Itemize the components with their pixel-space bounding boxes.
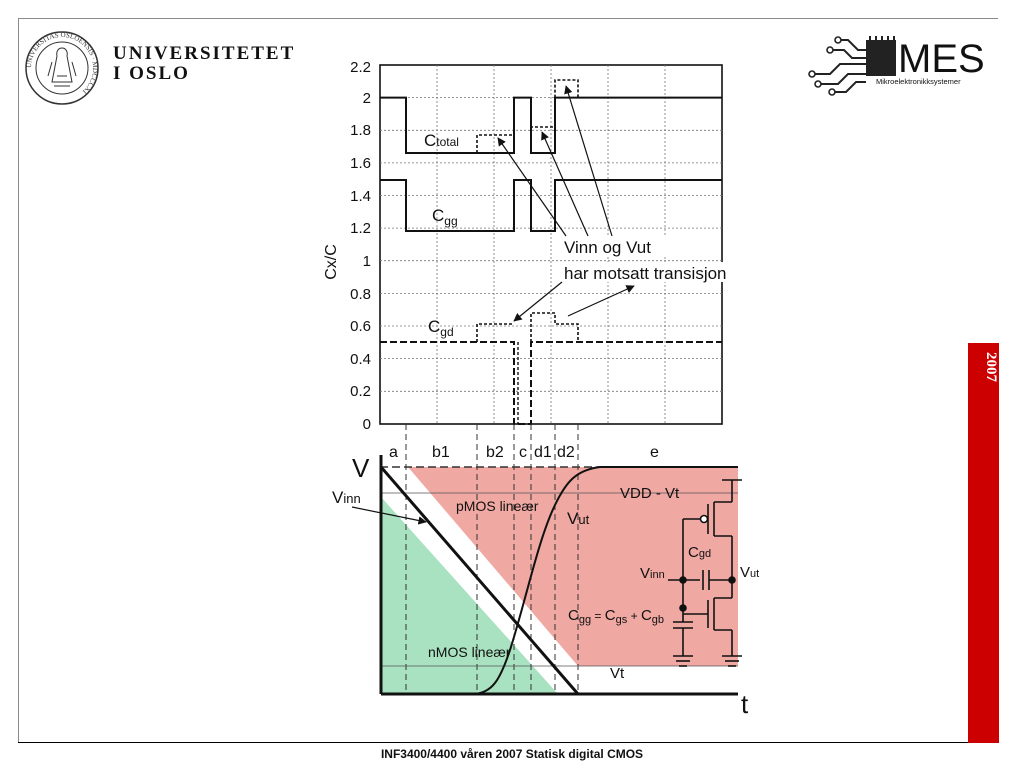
ytick-1.2: 1.2 <box>350 220 371 237</box>
ctotal-curve <box>380 96 722 154</box>
university-name-line1: UNIVERSITETET <box>113 43 296 64</box>
circuit-vinn-label: Vinn <box>640 565 665 582</box>
year-sidebar <box>968 343 999 743</box>
vdd-minus-vt-label: VDD - Vt <box>620 485 680 502</box>
frame-left-line <box>18 18 19 743</box>
vinn-arrow <box>351 506 427 525</box>
circuit-cgd-label: Cgd <box>688 544 711 561</box>
pmos-linear-label: pMOS lineær <box>456 498 539 514</box>
circuit-traces-icon <box>812 39 866 93</box>
inverter-circuit <box>668 479 742 667</box>
ytick-1.6: 1.6 <box>350 155 371 172</box>
cgg-label: Cgg <box>432 206 458 228</box>
university-name-line2: I OSLO <box>113 63 190 84</box>
cgg-curve <box>380 179 722 232</box>
pmos-linear-region <box>408 467 738 666</box>
footer-text: INF3400/4400 våren 2007 Statisk digital … <box>380 747 644 761</box>
mes-logo-subtitle: Mikroelektronikksystemer <box>876 77 961 86</box>
mes-logo-text: MES <box>898 37 985 81</box>
region-d1: d1 <box>534 444 552 461</box>
annotation-arrows <box>497 85 635 322</box>
annotation-line1: Vinn og Vut <box>564 238 651 257</box>
university-name: UNIVERSITETET I OSLO <box>113 44 295 84</box>
ytick-0.2: 0.2 <box>350 383 371 400</box>
capacitance-ylabel: Cx/C <box>323 244 340 280</box>
region-b1: b1 <box>432 444 450 461</box>
capacitance-plot: 2.2 2 1.8 1.6 1.4 1.2 1 0.8 0.6 0.4 0.2 … <box>323 59 740 433</box>
vinn-label: Vinn <box>332 488 361 507</box>
ytick-0.8: 0.8 <box>350 286 371 303</box>
frame-top-line <box>18 18 998 19</box>
nmos-linear-label: nMOS lineær <box>428 644 511 660</box>
region-c: c <box>519 444 527 461</box>
cgd-curve <box>380 341 722 425</box>
region-b2: b2 <box>486 444 504 461</box>
ctotal-dashed-peaks <box>476 79 579 153</box>
voltage-plot: a b1 b2 c d1 d2 e V t Vinn Vut pMOS line… <box>332 424 749 719</box>
ytick-2: 2 <box>363 90 371 107</box>
circuit-vut-label: Vut <box>740 564 759 581</box>
region-e: e <box>650 444 659 461</box>
nmos-linear-region <box>381 497 557 693</box>
vut-label: Vut <box>567 509 590 528</box>
cgd-dashed-peaks <box>476 312 579 342</box>
mes-logo: MES Mikroelektronikksystemer <box>808 36 996 96</box>
ytick-2.2: 2.2 <box>350 59 371 76</box>
circuit-cgg-equation: Cgg = Cgs + Cgb <box>568 607 664 626</box>
voltage-axis-label: V <box>352 453 370 483</box>
region-separators <box>405 424 579 694</box>
vinn-curve <box>379 466 580 695</box>
ytick-1.8: 1.8 <box>350 122 371 139</box>
ytick-0: 0 <box>363 416 371 433</box>
ctotal-label: Ctotal <box>424 131 459 150</box>
annotation-line2: har motsatt transisjon <box>564 264 727 283</box>
chip-icon <box>866 40 896 80</box>
frame-bottom-line <box>18 742 968 743</box>
region-d2: d2 <box>557 444 575 461</box>
cgd-label: Cgd <box>428 317 454 339</box>
university-seal-icon: UNIVERSITAS OSLOENSIS · MDCCCXI <box>25 31 99 105</box>
ytick-1: 1 <box>363 253 371 270</box>
year-label: 2007 <box>983 352 999 382</box>
vut-curve <box>381 466 738 695</box>
ytick-0.6: 0.6 <box>350 318 371 335</box>
vt-label: Vt <box>610 665 625 682</box>
region-a: a <box>389 444 398 461</box>
ytick-1.4: 1.4 <box>350 188 371 205</box>
ytick-0.4: 0.4 <box>350 351 371 368</box>
time-axis-label: t <box>741 689 749 719</box>
